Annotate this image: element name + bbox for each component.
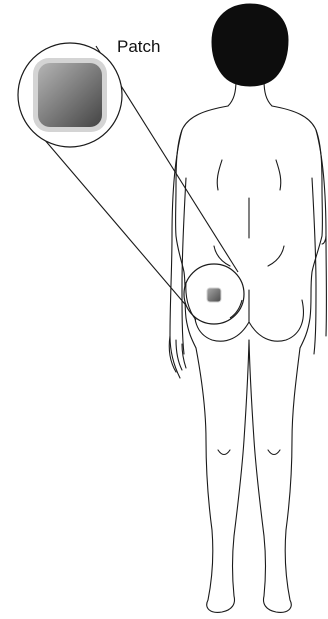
hair	[212, 4, 288, 86]
patch-on-body	[207, 288, 221, 302]
patch-label: Patch	[117, 37, 160, 56]
head	[212, 4, 288, 86]
patch-callout: Patch	[18, 37, 244, 324]
body-figure	[169, 80, 326, 612]
patch-magnified	[38, 63, 102, 127]
right-knee	[268, 450, 280, 455]
right-leg	[249, 340, 300, 612]
left-knee	[218, 450, 230, 455]
back-crease-right	[268, 246, 284, 266]
right-shoulder-blade	[276, 160, 281, 190]
left-shoulder-blade	[217, 160, 222, 190]
right-hand	[322, 236, 326, 244]
left-leg	[196, 340, 249, 612]
